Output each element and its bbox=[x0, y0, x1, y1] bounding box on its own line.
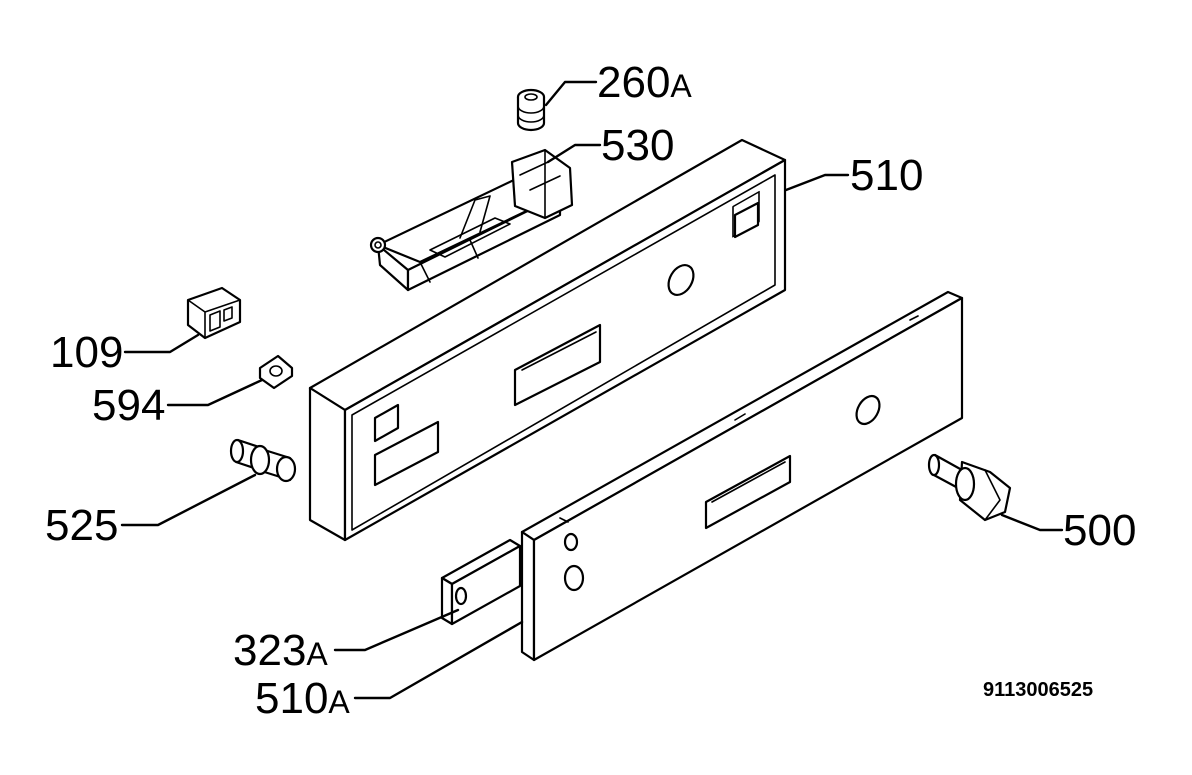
part-530-switch-carrier bbox=[369, 148, 574, 292]
part-510a-front-panel bbox=[520, 290, 964, 662]
callout-260a: 260A bbox=[597, 58, 692, 107]
leader-109 bbox=[123, 333, 200, 354]
document-number: 9113006525 bbox=[983, 679, 1093, 701]
callout-510a: 510A bbox=[255, 674, 350, 723]
callout-530: 530 bbox=[601, 121, 674, 170]
callout-525: 525 bbox=[45, 501, 118, 550]
leader-260a bbox=[544, 80, 598, 107]
leader-525 bbox=[120, 473, 257, 527]
leader-323a bbox=[333, 608, 460, 652]
leader-510 bbox=[784, 173, 850, 192]
part-525-pin bbox=[229, 438, 297, 483]
leader-510a bbox=[353, 620, 524, 700]
part-109-clip bbox=[186, 286, 242, 340]
callout-500: 500 bbox=[1063, 506, 1136, 555]
callout-323a: 323A bbox=[233, 626, 328, 675]
leader-594 bbox=[166, 378, 264, 407]
callout-594: 594 bbox=[92, 381, 165, 430]
part-594-nut bbox=[258, 354, 294, 390]
part-260a-grommet bbox=[516, 88, 546, 132]
part-510-panel bbox=[308, 138, 787, 542]
callout-510: 510 bbox=[850, 151, 923, 200]
leader-lines bbox=[120, 80, 1064, 700]
callout-109: 109 bbox=[50, 328, 123, 377]
part-500-knob bbox=[927, 453, 1012, 522]
leader-530 bbox=[546, 143, 602, 164]
leader-500 bbox=[1000, 513, 1064, 532]
